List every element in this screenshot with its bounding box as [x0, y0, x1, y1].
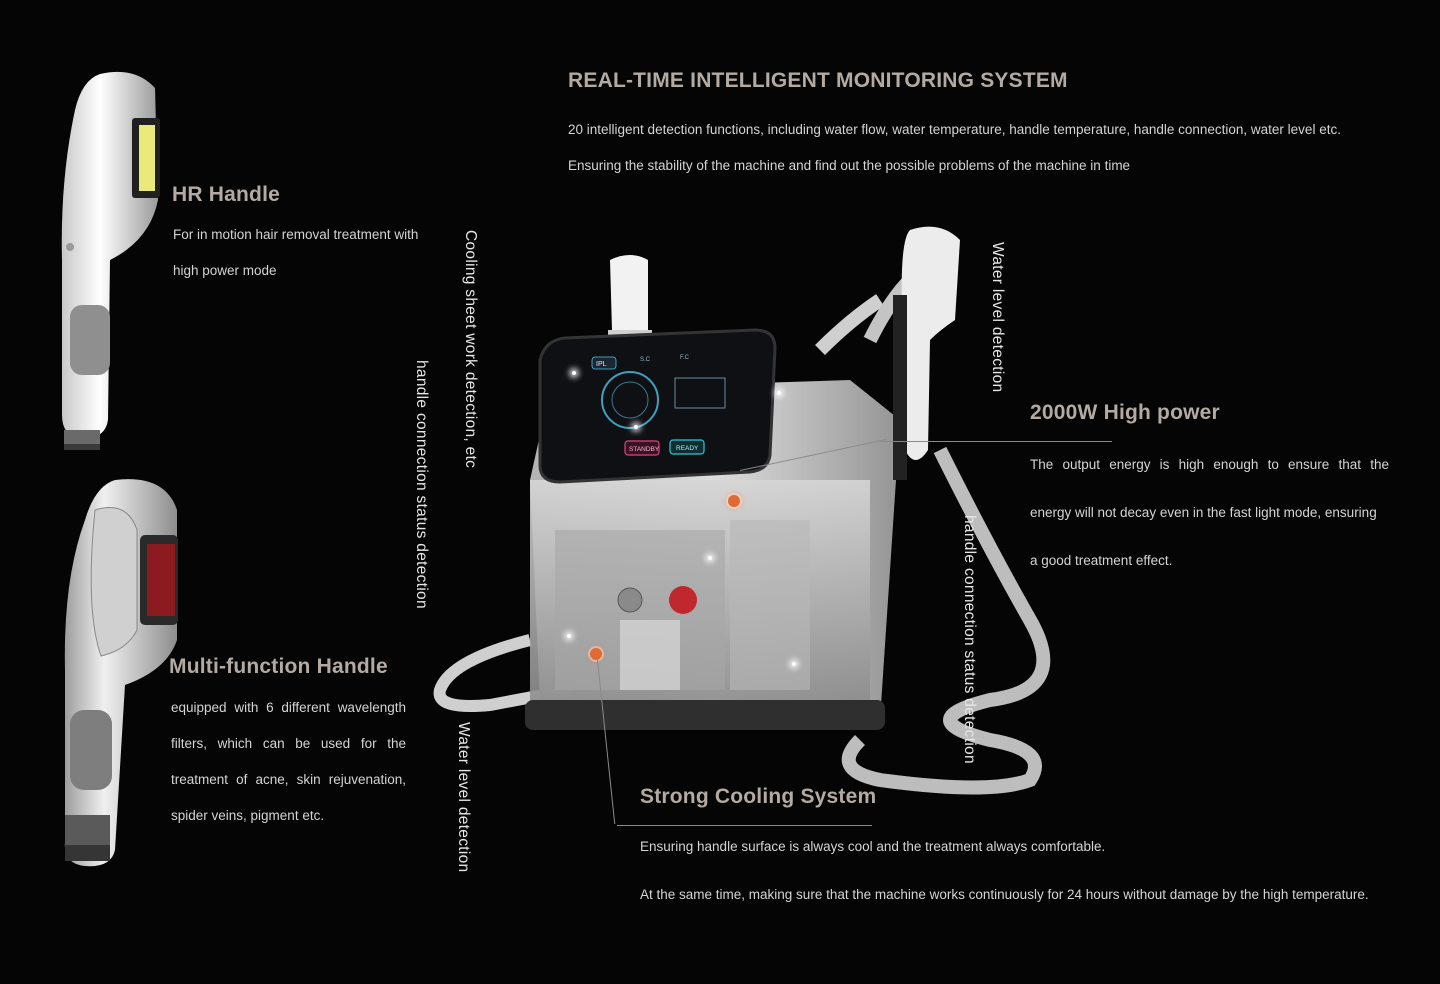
sparkle-decoration: [572, 371, 576, 375]
standby-button[interactable]: STANDBY: [629, 446, 660, 453]
hr-handle-title: HR Handle: [172, 183, 280, 206]
cooling-line-2: At the same time, making sure that the m…: [640, 887, 1369, 902]
cooling-sheet-detection-label: Cooling sheet work detection, etc: [462, 230, 479, 469]
handle-connection-detection-label-right: handle connection status detection: [961, 515, 978, 764]
sparkle-decoration: [708, 556, 712, 560]
sparkle-decoration: [792, 662, 796, 666]
power-leader-line: [880, 441, 1112, 442]
monitoring-line-2: Ensuring the stability of the machine an…: [568, 158, 1131, 173]
multi-function-handle-image: [64, 479, 178, 867]
handle-connection-detection-label-left: handle connection status detection: [413, 360, 430, 609]
power-description: The output energy is high enough to ensu…: [1030, 441, 1389, 585]
machine-image: IPL S.C F.C STANDBY READY: [433, 226, 1051, 795]
power-line: The output energy is high enough to ensu…: [1030, 457, 1389, 472]
water-level-detection-label-left: Water level detection: [455, 722, 472, 873]
screen-tab-fc: F.C: [680, 355, 690, 361]
screen-tab-sc: S.C: [640, 357, 651, 363]
power-line: a good treatment effect.: [1030, 553, 1173, 568]
power-title: 2000W High power: [1030, 401, 1220, 424]
cooling-title: Strong Cooling System: [640, 785, 877, 808]
monitoring-title: REAL-TIME INTELLIGENT MONITORING SYSTEM: [568, 69, 1068, 92]
cooling-line-1: Ensuring handle surface is always cool a…: [640, 839, 1106, 854]
hr-handle-image: [61, 71, 160, 450]
cooling-indicator-dot: [590, 648, 602, 660]
multi-handle-line: filters, which can be used for the: [171, 736, 406, 751]
ready-button[interactable]: READY: [676, 445, 699, 452]
multi-handle-description: equipped with 6 different wavelength fil…: [171, 690, 406, 834]
multi-handle-line: equipped with 6 different wavelength: [171, 700, 406, 715]
cooling-leader-line: [617, 825, 872, 826]
power-indicator-dot: [728, 495, 740, 507]
sparkle-decoration: [567, 634, 571, 638]
screen-mode-label: IPL: [596, 361, 607, 368]
sparkle-decoration: [777, 391, 781, 395]
hr-handle-line-2: high power mode: [173, 263, 277, 278]
multi-handle-line: treatment of acne, skin rejuvenation,: [171, 772, 406, 787]
water-level-detection-label-right: Water level detection: [989, 242, 1006, 393]
hr-handle-line-1: For in motion hair removal treatment wit…: [173, 227, 419, 242]
monitoring-line-1: 20 intelligent detection functions, incl…: [568, 122, 1341, 137]
multi-handle-line: spider veins, pigment etc.: [171, 808, 325, 823]
sparkle-decoration: [634, 425, 638, 429]
power-line: energy will not decay even in the fast l…: [1030, 505, 1377, 520]
multi-handle-title: Multi-function Handle: [169, 655, 388, 678]
